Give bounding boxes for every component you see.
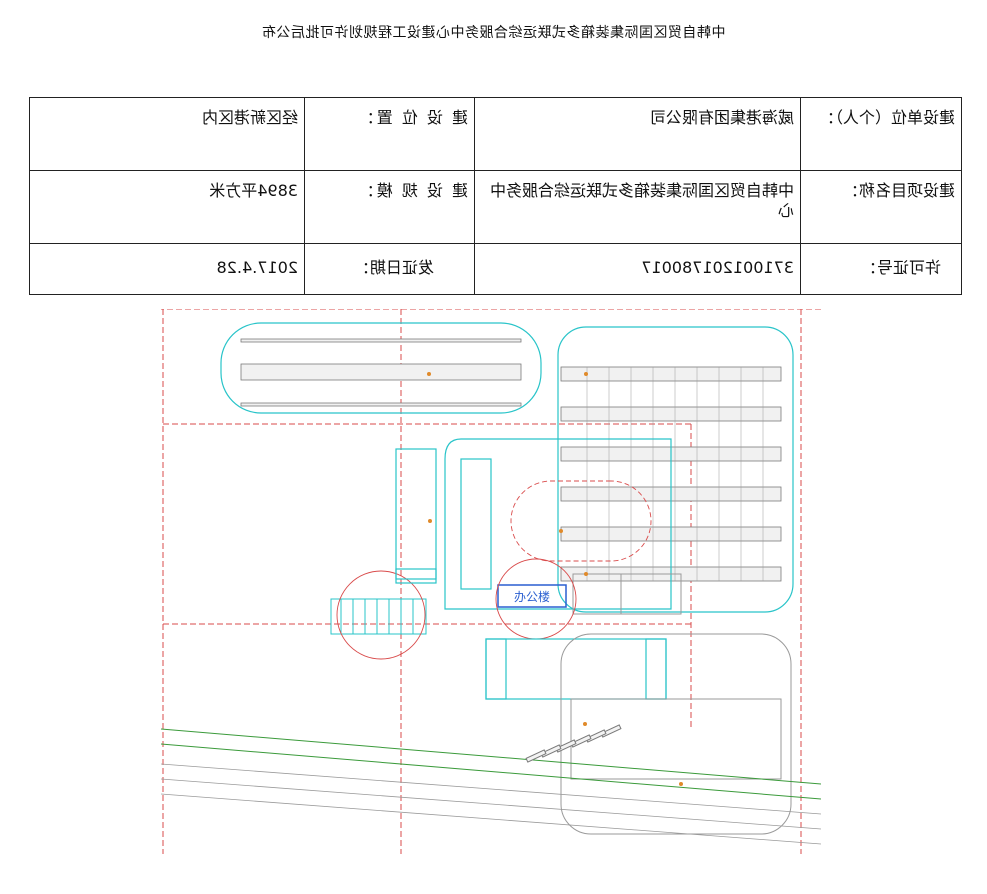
applicant-label: 建设单位（个人）：	[800, 97, 962, 171]
office-area-outline	[444, 438, 672, 610]
issue-date-label: 发证日期：	[304, 243, 475, 295]
issue-date-value: 2017.4.28	[29, 243, 305, 295]
container-rows-top	[240, 338, 522, 407]
permit-number-label: 许可证号：	[800, 243, 962, 295]
location-label: 建 设 位 置：	[304, 97, 475, 171]
project-name-label: 建设项目名称：	[800, 170, 962, 244]
office-plaza	[510, 480, 652, 562]
road-lines	[161, 763, 821, 845]
office-building-label: 办公楼	[514, 589, 550, 604]
office-building-label-box: 办公楼	[497, 584, 567, 608]
parking-stalls	[525, 724, 622, 763]
gate-structure	[330, 598, 427, 635]
container-yard-top	[220, 322, 542, 414]
location-value: 经区新港区内	[29, 97, 305, 171]
survey-markers	[427, 372, 683, 786]
gate-highlight-circle	[336, 570, 426, 660]
permit-number-value: 371001201780017	[474, 243, 801, 295]
document-title: 中韩自贸区国际集装箱多式联运综合服务中心建设工程规划许可批后公布	[261, 25, 726, 41]
container-yard-left	[557, 326, 794, 613]
warehouse-building	[485, 638, 667, 700]
property-boundary	[161, 309, 821, 854]
container-row-grid-left	[586, 367, 764, 581]
office-annex	[572, 573, 682, 615]
applicant-value: 威海港集团有限公司	[474, 97, 801, 171]
site-plan-svg: 办公楼	[161, 309, 821, 854]
table-row: 许可证号： 371001201780017 发证日期： 2017.4.28	[29, 243, 962, 295]
permit-info-table: 建设单位（个人）： 威海港集团有限公司 建 设 位 置： 经区新港区内 建设项目…	[29, 97, 962, 295]
inspection-strip	[395, 448, 437, 584]
project-name-value: 中韩自贸区国际集装箱多式联运综合服务中心	[474, 170, 801, 244]
site-plan-drawing: 办公楼	[161, 309, 821, 854]
table-row: 建设项目名称： 中韩自贸区国际集装箱多式联运综合服务中心 建 设 规 模： 38…	[29, 170, 962, 244]
depot-area	[560, 633, 792, 835]
railway-lines	[161, 728, 821, 800]
scale-value: 3894平方米	[29, 170, 305, 244]
table-row: 建设单位（个人）： 威海港集团有限公司 建 设 位 置： 经区新港区内	[29, 97, 962, 171]
scale-label: 建 设 规 模：	[304, 170, 475, 244]
